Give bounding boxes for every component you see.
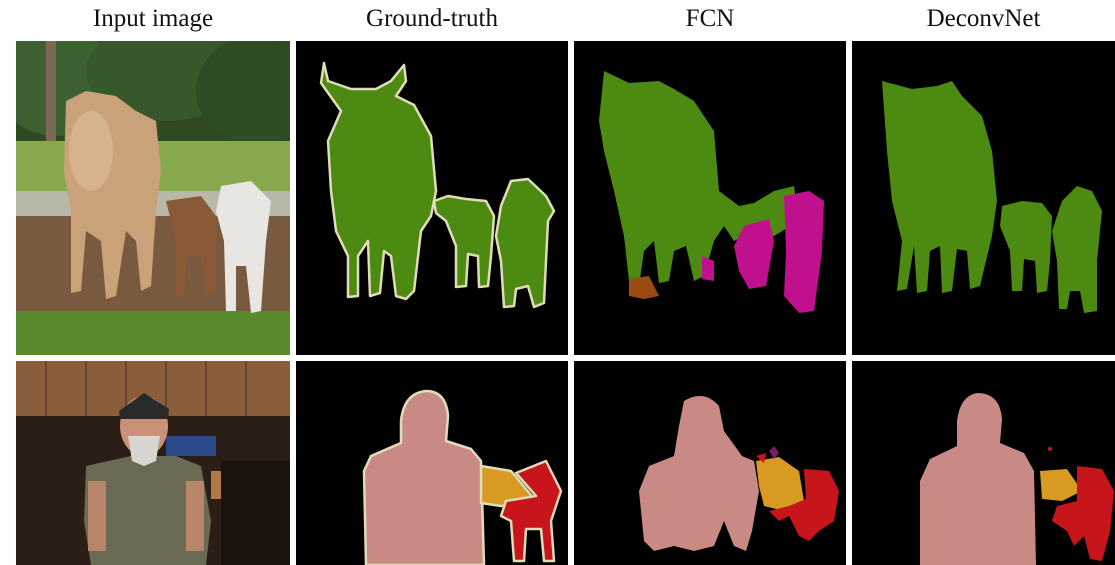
deconvnet-person — [852, 361, 1115, 565]
column-title-ground-truth: Ground-truth — [366, 5, 498, 32]
fcn-person — [574, 361, 846, 565]
column-title-input: Input image — [92, 5, 214, 32]
input-image-cows — [16, 41, 290, 355]
ground-truth-cows — [296, 41, 568, 355]
deconvnet-cows — [852, 41, 1115, 355]
column-title-fcn: FCN — [685, 5, 735, 32]
input-image-person — [16, 361, 290, 565]
fcn-cows — [574, 41, 846, 355]
ground-truth-person — [296, 361, 568, 565]
column-title-deconvnet: DeconvNet — [926, 5, 1041, 32]
